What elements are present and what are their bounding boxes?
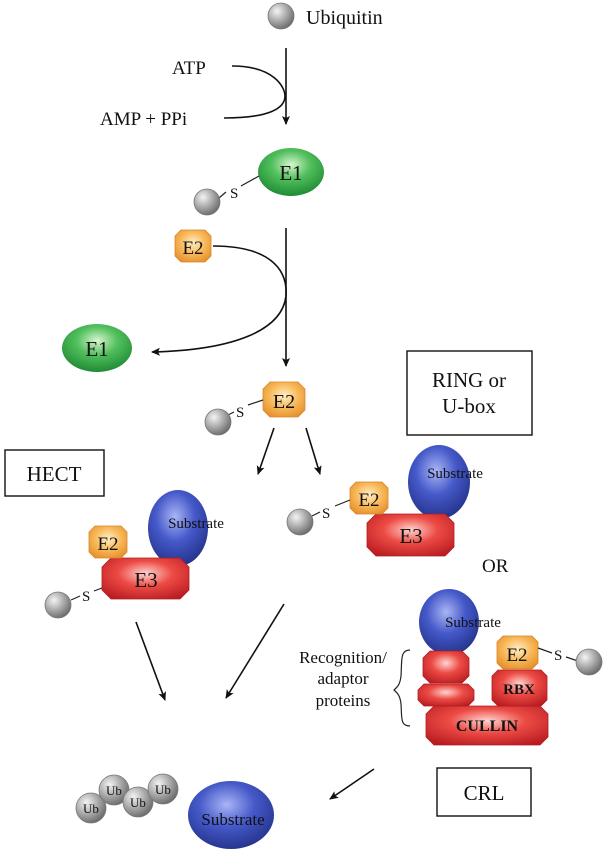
e2-label-charged: E2: [273, 391, 295, 413]
crl-complex: Substrate CULLIN RBX E2 S: [417, 589, 603, 746]
adaptor-protein-top: [422, 650, 470, 684]
ring-e3-label: E3: [399, 524, 422, 548]
crl-substrate-label: Substrate: [445, 615, 501, 631]
ring-e2: [349, 481, 389, 515]
or-label: OR: [482, 556, 509, 577]
ring-e3-complex: Substrate E3 E2 S: [286, 445, 483, 557]
hect-substrate: [148, 490, 208, 566]
e1-label: E1: [279, 161, 302, 185]
product-substrate: [188, 781, 274, 849]
hect-e3: [101, 557, 190, 600]
recognition-label-line3: proteins: [316, 691, 371, 710]
ubiquitin-on-ring: [286, 508, 314, 536]
arrow-hect-to-product: [135, 621, 166, 701]
ubiquitin-label: Ubiquitin: [306, 7, 383, 29]
recognition-bracket: [393, 649, 411, 727]
hect-e2-label: E2: [97, 534, 118, 555]
ub-chain-1: [75, 792, 107, 824]
ubiquitin-on-crl: [575, 648, 603, 676]
hect-label: HECT: [27, 462, 82, 486]
ring-e3: [366, 513, 455, 557]
ring-ubox-box: [406, 350, 533, 436]
e1-released: [62, 324, 132, 372]
thioester-bond-hect: [70, 587, 103, 601]
ring-e2-label: E2: [358, 490, 379, 511]
ubiquitin-on-e2: [204, 408, 232, 436]
crl-substrate: [419, 589, 479, 655]
thioester-s-crl: S: [554, 648, 562, 664]
atp-label: ATP: [172, 58, 206, 79]
thioester-bond-ring: [311, 499, 351, 517]
hect-box: [4, 449, 105, 497]
crl-e2-label: E2: [506, 645, 527, 666]
e1-enzyme: [258, 148, 324, 196]
arrow-to-ring: [305, 427, 322, 475]
ring-label-line2: U-box: [442, 394, 496, 418]
ub-chain-4: [147, 773, 179, 805]
e2-charged: E2: [262, 381, 306, 418]
ub-chain-3: [122, 786, 154, 818]
hect-substrate-label: Substrate: [168, 516, 224, 532]
product-substrate-label: Substrate: [201, 810, 264, 829]
crl-e2: [496, 635, 539, 670]
thioester-s-e1: S: [230, 186, 238, 202]
recognition-label-line2: adaptor: [318, 669, 369, 688]
arrow-to-hect: [256, 427, 275, 475]
rbx-label: RBX: [503, 682, 535, 698]
adaptor-protein-bottom: [417, 683, 475, 707]
e2-label-incoming: E2: [182, 238, 203, 259]
cullin-label: CULLIN: [456, 718, 519, 735]
hect-e2: [88, 525, 128, 559]
ub-chain-4-label: Ub: [155, 782, 171, 797]
crl-box: [436, 767, 532, 817]
thioester-s-hect: S: [82, 589, 90, 605]
hect-e3-label: E3: [134, 568, 157, 592]
recognition-label-line1: Recognition/: [299, 648, 387, 667]
e1-released-label: E1: [85, 337, 108, 361]
e2-curve: [212, 245, 287, 297]
rbx-protein: [491, 669, 548, 707]
atp-curve: [223, 65, 286, 119]
ub-chain-3-label: Ub: [130, 795, 146, 810]
hect-e3-complex: Substrate E3 E2 S: [44, 490, 224, 619]
amp-ppi-label: AMP + PPi: [100, 109, 187, 130]
arrow-ring-to-product: [225, 603, 285, 699]
ubiquitin-on-e1: [193, 188, 221, 216]
ring-substrate-label: Substrate: [427, 466, 483, 482]
polyubiquitinated-substrate: Substrate Ub Ub Ub Ub: [75, 773, 274, 849]
thioester-s-e2: S: [236, 405, 244, 421]
arrow-crl-to-product: [329, 768, 375, 800]
arrow-release-e1: [151, 295, 287, 356]
cullin-scaffold: [425, 705, 549, 746]
ubiquitin-on-hect: [44, 591, 72, 619]
ub-chain-1-label: Ub: [83, 801, 99, 816]
thioester-bond-e1: [218, 175, 260, 199]
crl-label: CRL: [464, 781, 505, 805]
ring-label-line1: RING or: [432, 368, 506, 392]
ring-substrate: [408, 445, 470, 519]
thioester-bond-e2: [225, 399, 264, 417]
ub-chain-2-label: Ub: [106, 783, 122, 798]
thioester-s-ring: S: [322, 506, 330, 522]
e2-incoming: E2: [174, 229, 212, 263]
ubiquitin-sphere: [267, 2, 295, 30]
